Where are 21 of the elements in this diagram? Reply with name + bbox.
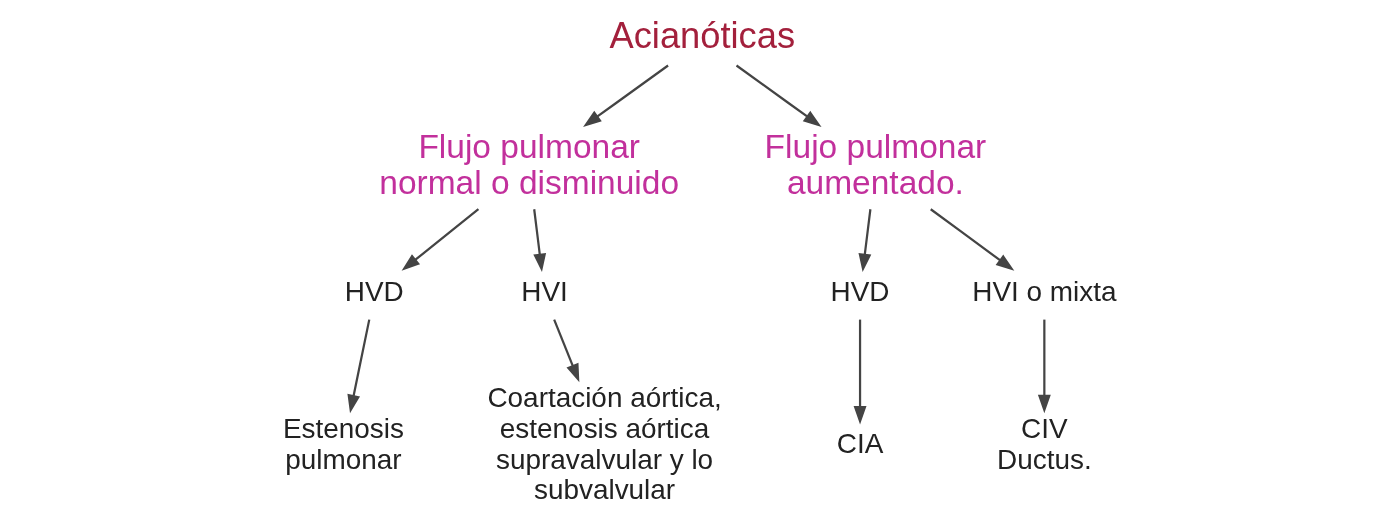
node-text: Coartación aórtica, estenosis aórtica supravalvular y lo subvalvular (486, 382, 722, 506)
arrow (1037, 319, 1051, 414)
node-text: CIV Ductus. (996, 413, 1092, 475)
arrow (582, 64, 669, 127)
arrow (552, 319, 579, 383)
node-text: HVD (830, 276, 890, 308)
arrow (532, 209, 546, 273)
node-text: Flujo pulmonar normal o disminuido (378, 127, 679, 201)
arrow (346, 319, 370, 414)
arrow (401, 208, 479, 271)
node-text: HVD (344, 276, 404, 308)
node-text: HVI (520, 276, 568, 308)
arrow (857, 209, 871, 273)
node-text: CIA (836, 428, 883, 460)
node-text: Flujo pulmonar aumentado. (764, 127, 986, 201)
node-text: Estenosis pulmonar (282, 413, 404, 475)
arrow (735, 64, 822, 127)
node-text: HVI o mixta (971, 276, 1116, 308)
arrow (929, 208, 1014, 271)
node-text: Acianóticas (609, 15, 795, 57)
arrow (853, 319, 866, 425)
